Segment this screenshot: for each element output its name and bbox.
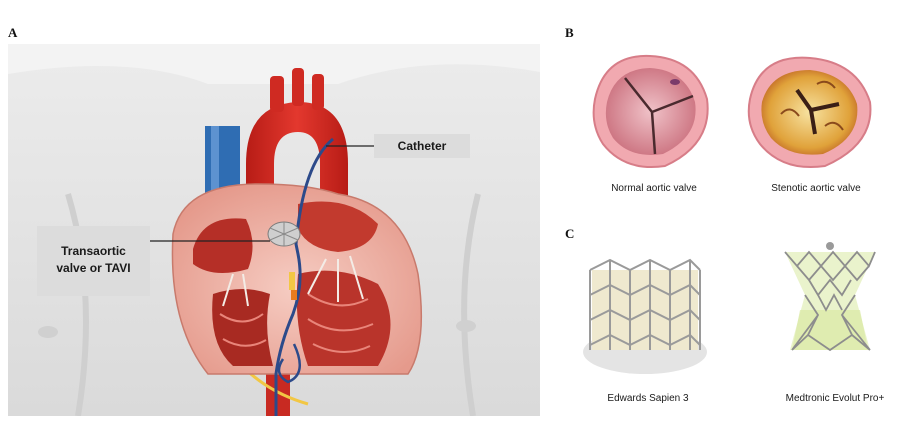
edwards-sapien-valve [583,258,707,374]
subclavian-artery [312,74,324,110]
panel-c-letter: C [565,226,575,241]
panel-b-letter: B [565,25,574,40]
torso-shoulders [8,44,540,84]
stenotic-calcification [780,80,844,131]
left-nipple [38,326,58,338]
heart-diagram [8,44,540,416]
evolut-tab [826,242,834,250]
right-atrium [193,218,253,273]
catheter-label: Catheter [397,139,447,153]
evolut-stent-frame [784,250,876,352]
panel-a-letter: A [8,25,18,40]
edwards-caption: Edwards Sapien 3 [607,393,689,404]
valve-label-line2: valve or TAVI [56,261,131,275]
normal-valve-commissures [624,77,694,155]
tavi-valve-mesh [269,222,299,246]
normal-valve-caption: Normal aortic valve [611,183,697,194]
normal-coronary-ostium [670,79,680,85]
left-ventricle [296,270,391,366]
catheter-marker-yellow [289,272,295,290]
stenotic-valve-caption: Stenotic aortic valve [771,183,861,194]
edwards-stent-frame [589,258,701,350]
brachiocephalic-artery [270,76,284,112]
catheter-marker-orange [291,290,297,300]
panel-c-devices [583,242,876,374]
panel-b-valves [592,54,872,168]
catheter-line [274,137,334,416]
carotid-artery [292,68,304,106]
torso-contour [65,193,481,416]
catheter-callout: Catheter [374,134,470,158]
medtronic-evolut-valve [784,242,876,352]
left-atrium [298,201,378,252]
valve-callout: Transaortic valve or TAVI [37,226,150,296]
valve-label-line1: Transaortic [61,244,126,258]
muscle-fibers [219,293,374,353]
right-ventricle [212,289,273,366]
chordae-tendineae [222,255,364,307]
stenotic-valve-opening [795,88,840,135]
right-nipple [456,320,476,332]
panel-a-heart-illustration: Catheter Transaortic valve or TAVI [8,44,540,416]
catheter-loop [277,343,301,384]
medtronic-caption: Medtronic Evolut Pro+ [785,393,885,404]
